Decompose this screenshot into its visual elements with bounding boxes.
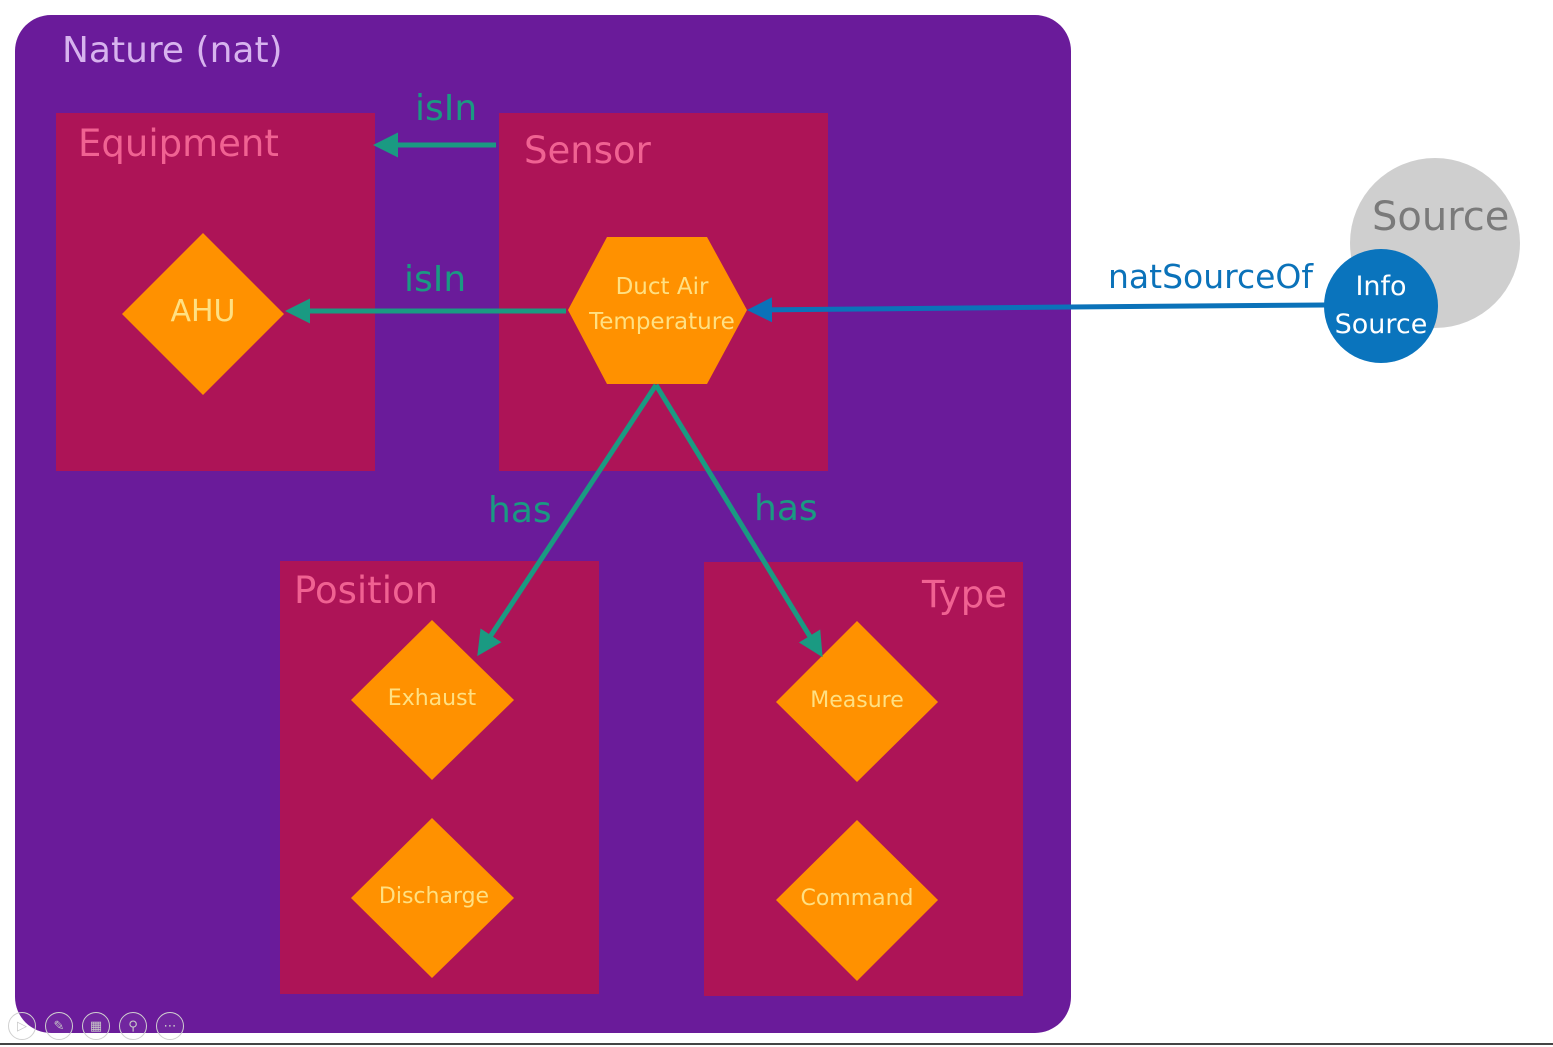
group-sensor-title: Sensor — [524, 129, 651, 172]
node-duct-line2-label: Temperature — [589, 309, 735, 335]
node-discharge-label: Discharge — [378, 884, 490, 909]
edge-nat-source-of — [747, 297, 1326, 323]
node-exhaust — [351, 620, 514, 780]
info-source-label: Info Source — [1324, 268, 1438, 344]
info-source-circle — [1324, 249, 1438, 363]
slideshow-toolbar: ▷ ✎ ▦ ⚲ ⋯ — [8, 1012, 184, 1042]
edge-has-type-label: has — [754, 488, 818, 529]
edge-nat-source-of-label: natSourceOf — [1108, 257, 1314, 296]
group-position-title: Position — [294, 569, 439, 612]
zoom-icon[interactable]: ⚲ — [119, 1012, 147, 1040]
play-icon[interactable]: ▷ — [8, 1012, 36, 1040]
pen-icon[interactable]: ✎ — [45, 1012, 73, 1040]
node-discharge — [351, 818, 514, 978]
edge-isin-node-label: isIn — [404, 259, 467, 300]
node-duct-line1-label: Duct Air — [615, 274, 709, 300]
node-measure — [776, 621, 938, 782]
edge-has-type — [653, 383, 823, 658]
edge-has-position — [477, 383, 659, 657]
more-icon[interactable]: ⋯ — [156, 1012, 184, 1040]
bottom-border — [0, 1043, 1553, 1045]
edge-has-position-label: has — [488, 490, 552, 531]
group-type-title: Type — [922, 573, 1007, 616]
source-title: Source — [1372, 194, 1510, 240]
slides-icon[interactable]: ▦ — [82, 1012, 110, 1040]
node-exhaust-label: Exhaust — [387, 686, 477, 711]
node-duct-air-temperature — [568, 237, 747, 384]
info-source-line2: Source — [1334, 309, 1428, 340]
node-command — [776, 820, 938, 981]
info-source-line1: Info — [1355, 271, 1407, 302]
node-ahu — [122, 233, 284, 395]
node-command-label: Command — [800, 886, 914, 911]
node-ahu-label: AHU — [170, 294, 236, 329]
group-equipment-title: Equipment — [78, 122, 279, 165]
edge-isin-group-label: isIn — [415, 88, 478, 129]
node-measure-label: Measure — [810, 688, 904, 713]
nature-title: Nature (nat) — [62, 30, 283, 71]
